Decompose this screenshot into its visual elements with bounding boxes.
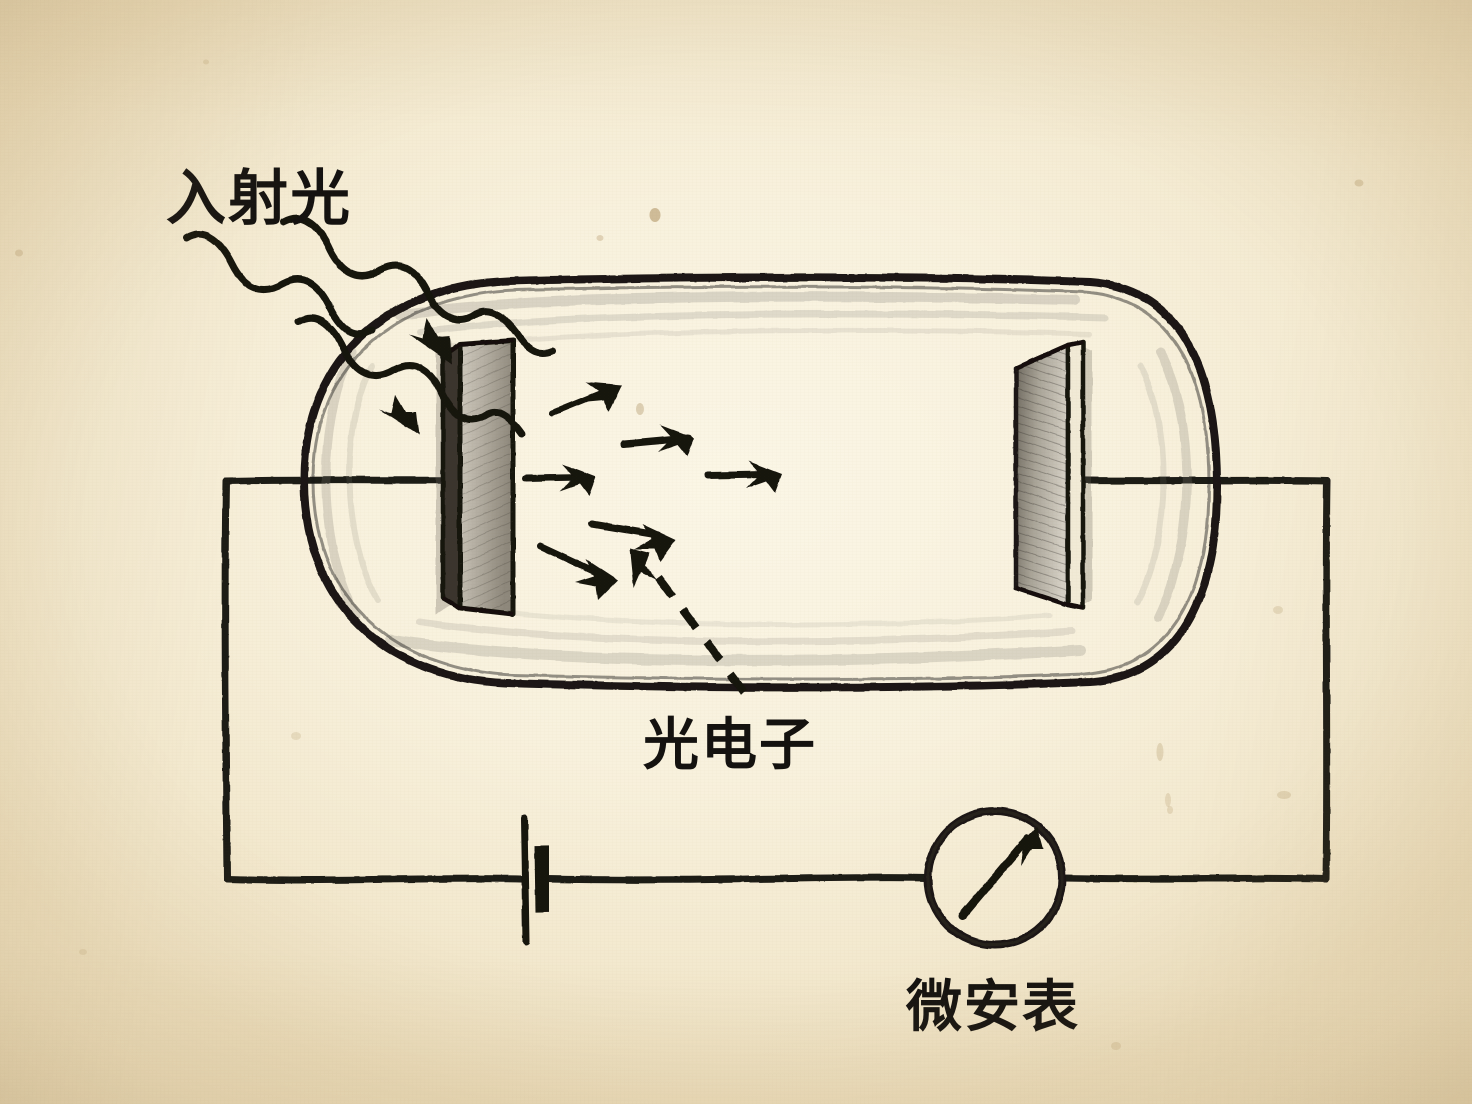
photoelectron-arrowheads — [560, 382, 782, 600]
label-incident-light: 入射光 — [166, 164, 352, 234]
light-ray-arrowheads — [379, 318, 452, 435]
label-microammeter: 微安表 — [906, 974, 1080, 1040]
incident-light-rays — [182, 214, 556, 438]
cathode-plate — [436, 337, 516, 617]
label-photoelectron: 光电子 — [643, 712, 817, 778]
vacuum-tube-outline — [299, 273, 1222, 692]
paper-age-specks — [15, 59, 1364, 1050]
battery-symbol — [520, 814, 553, 946]
photoelectron-leader — [630, 548, 748, 695]
anode-plate — [1013, 339, 1092, 611]
microammeter-dial — [924, 807, 1066, 949]
